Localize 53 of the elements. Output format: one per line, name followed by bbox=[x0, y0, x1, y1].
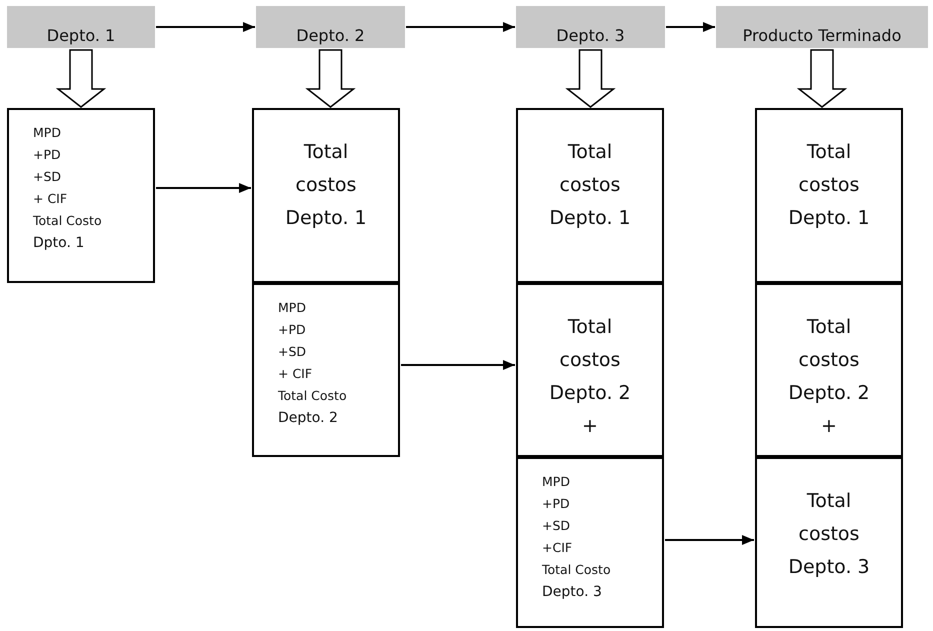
cost-total-box bbox=[516, 283, 664, 457]
arrow bbox=[401, 360, 515, 370]
department-header bbox=[256, 6, 405, 48]
cost-line: Total Costo bbox=[278, 387, 347, 405]
cost-line: MPD bbox=[33, 124, 61, 142]
hollow-block-arrow bbox=[56, 49, 106, 108]
plus-sign: + bbox=[581, 414, 599, 439]
cost-line: Total Costo bbox=[33, 212, 102, 230]
cost-line: +SD bbox=[278, 343, 306, 361]
cost-total-box bbox=[755, 108, 903, 283]
cost-total-text: Total costos Depto. 3 bbox=[787, 489, 871, 580]
department-label: Producto Terminado bbox=[742, 26, 902, 45]
cost-total-text: Total costos Depto. 2 bbox=[787, 315, 871, 406]
cost-total-text: Total costos Depto. 1 bbox=[284, 140, 368, 231]
cost-line: +PD bbox=[278, 321, 306, 339]
department-header bbox=[716, 6, 928, 48]
arrow bbox=[156, 22, 255, 32]
cost-line: +SD bbox=[542, 517, 570, 535]
cost-line: +CIF bbox=[542, 539, 572, 557]
cost-line: +PD bbox=[33, 146, 61, 164]
cost-line: Dpto. 1 bbox=[33, 234, 84, 253]
hollow-block-arrow bbox=[796, 49, 848, 108]
cost-breakdown-box bbox=[516, 457, 664, 628]
cost-total-text: Total costos Depto. 1 bbox=[787, 140, 871, 231]
cost-breakdown-box bbox=[252, 283, 400, 457]
arrow bbox=[156, 183, 251, 193]
department-label: Depto. 1 bbox=[46, 26, 116, 45]
cost-line: Depto. 3 bbox=[542, 583, 602, 602]
cost-line: Total Costo bbox=[542, 561, 611, 579]
arrow bbox=[406, 22, 515, 32]
cost-total-text: Total costos Depto. 1 bbox=[548, 140, 632, 231]
plus-sign: + bbox=[820, 414, 838, 439]
cost-line: + CIF bbox=[33, 190, 68, 208]
cost-line: +PD bbox=[542, 495, 570, 513]
arrow bbox=[665, 535, 754, 545]
cost-total-box bbox=[755, 457, 903, 628]
department-label: Depto. 2 bbox=[296, 26, 365, 45]
cost-total-text: Total costos Depto. 2 bbox=[548, 315, 632, 406]
department-header bbox=[7, 6, 155, 48]
cost-line: +SD bbox=[33, 168, 62, 186]
department-header bbox=[516, 6, 665, 48]
cost-total-box bbox=[252, 108, 400, 283]
cost-total-box bbox=[516, 108, 664, 283]
cost-line: Depto. 2 bbox=[278, 409, 338, 428]
cost-total-box bbox=[755, 283, 903, 457]
hollow-block-arrow bbox=[305, 49, 356, 108]
cost-line: MPD bbox=[278, 299, 306, 317]
arrow bbox=[666, 22, 715, 32]
cost-line: + CIF bbox=[278, 365, 312, 383]
department-label: Depto. 3 bbox=[556, 26, 625, 45]
hollow-block-arrow bbox=[565, 49, 616, 108]
cost-line: MPD bbox=[542, 473, 570, 491]
cost-breakdown-box bbox=[7, 108, 155, 283]
